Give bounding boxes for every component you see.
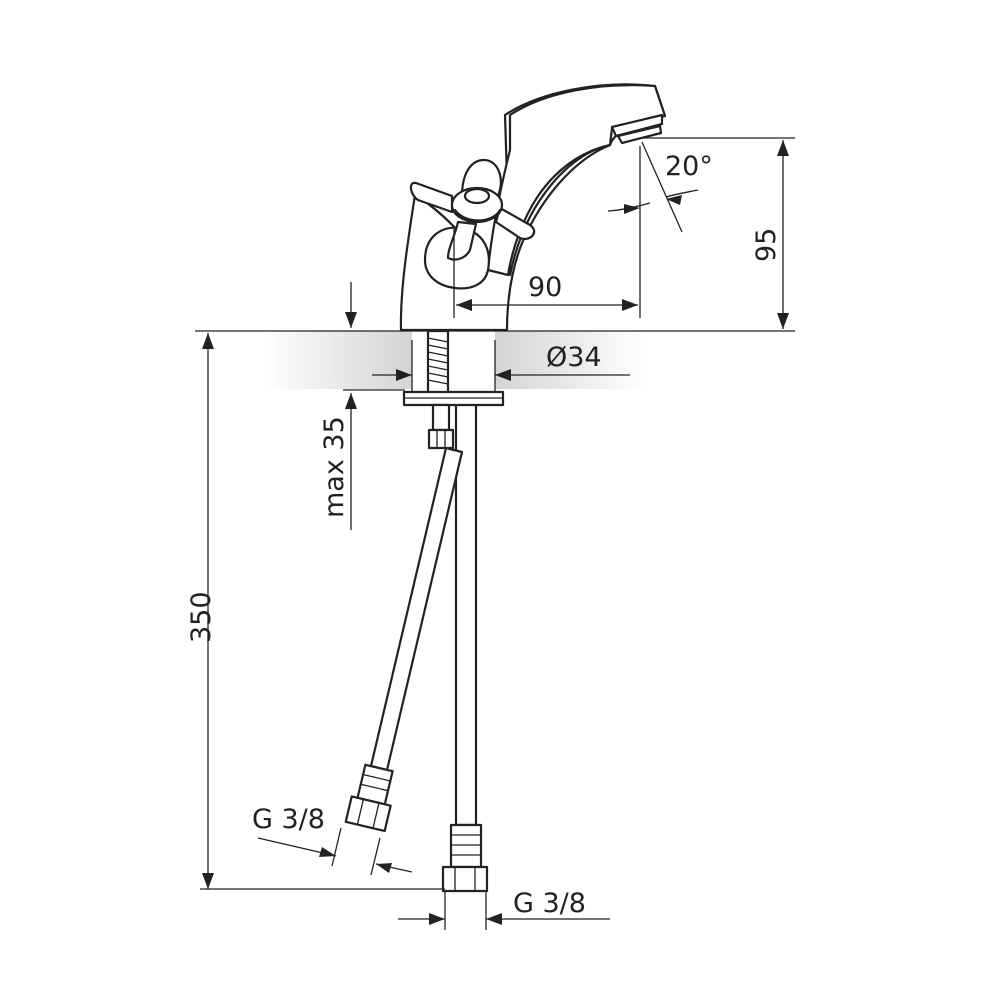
angle-label: 20° bbox=[665, 151, 713, 182]
thread-right-dimension: G 3/8 bbox=[398, 888, 610, 930]
hose-straight bbox=[441, 398, 489, 893]
thread-right-label: G 3/8 bbox=[513, 888, 586, 919]
cross-handle bbox=[409, 158, 536, 261]
thread-left-dimension: G 3/8 bbox=[252, 804, 413, 876]
diameter-label: Ø34 bbox=[546, 342, 602, 373]
thickness-dimension: max 35 bbox=[319, 282, 405, 530]
length-label: 350 bbox=[186, 591, 217, 643]
diameter-dimension: Ø34 bbox=[372, 340, 630, 392]
height-label: 95 bbox=[751, 228, 782, 262]
hose-angled bbox=[344, 446, 464, 833]
countertop-section bbox=[195, 330, 795, 389]
height-dimension: 95 bbox=[751, 140, 789, 329]
reach-dimension: 90 bbox=[456, 272, 638, 311]
thread-left-label: G 3/8 bbox=[252, 804, 325, 835]
mounting-stud bbox=[402, 329, 505, 450]
angle-dimension: 20° bbox=[607, 141, 713, 233]
thickness-label: max 35 bbox=[319, 416, 350, 518]
reach-label: 90 bbox=[528, 272, 562, 303]
length-dimension: 350 bbox=[186, 333, 445, 890]
